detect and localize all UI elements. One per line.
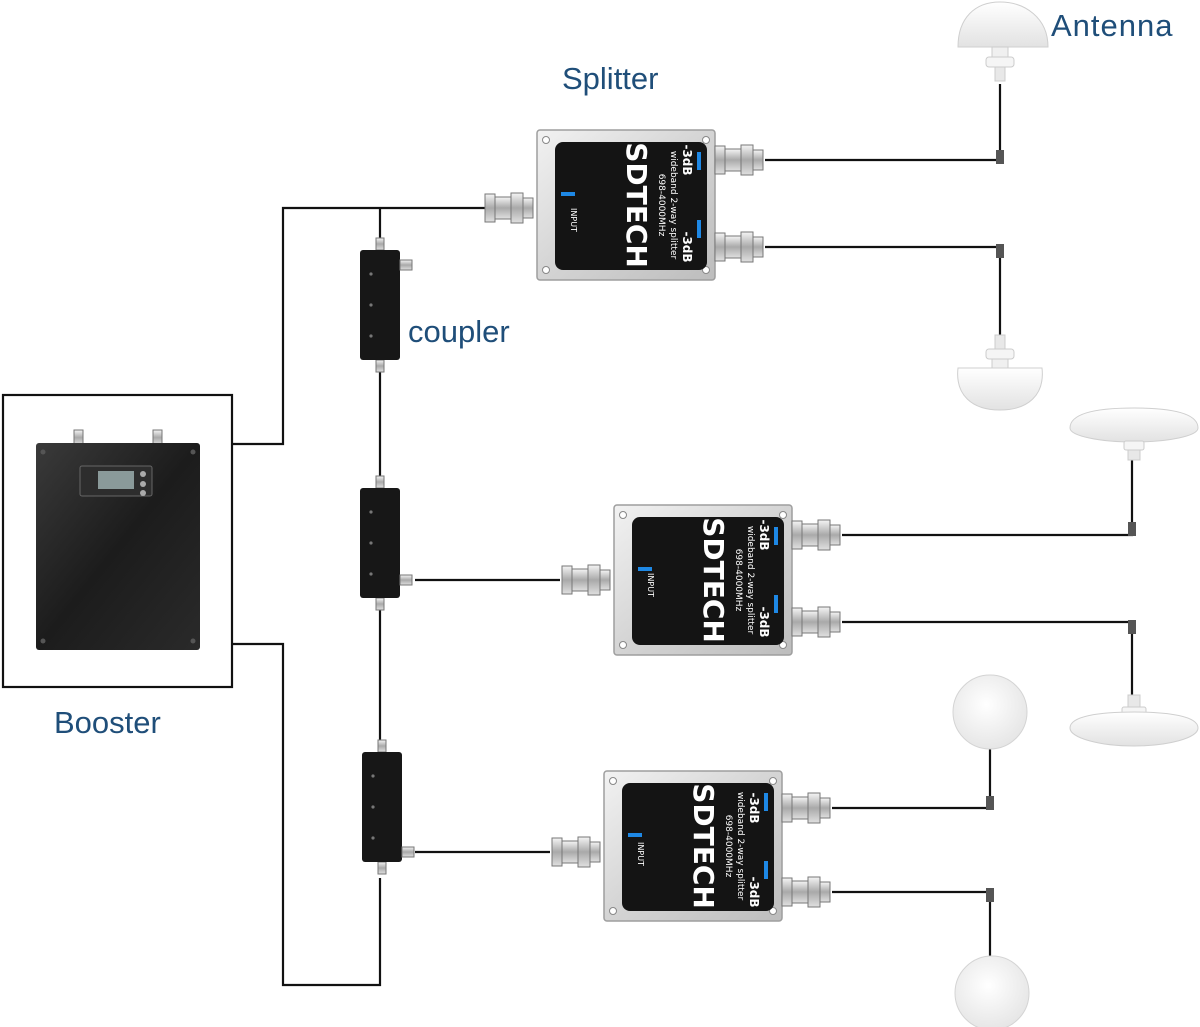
antenna-flat-3 [1069,407,1199,461]
splitter-port-in: INPUT [646,573,655,597]
splitter-brand: SDTECH [620,142,653,268]
coupler-2 [359,475,413,611]
coupler-3 [361,739,415,875]
antenna-flat-4 [1069,694,1199,747]
splitter-port-out-2: -3dB [757,606,771,637]
antenna-disc-6 [954,955,1030,1027]
cable-booster-bottom [232,642,382,987]
splitter-port-in: INPUT [569,208,578,232]
booster-label: Booster [54,705,161,740]
splitter-port-in: INPUT [636,842,645,866]
splitter-port-out-1: -3dB [747,792,761,823]
cable-booster-top [232,206,485,446]
splitter-brand: SDTECH [687,783,720,909]
splitter-middle-text: SDTECH 698-4000MHz wideband 2-way splitt… [646,517,771,643]
coupler-1 [359,237,413,373]
splitter-label: Splitter [562,61,659,96]
cable-out-5 [832,748,992,810]
coupler-label: coupler [408,314,510,349]
splitter-desc: wideband 2-way splitter [735,792,745,901]
cable-connectors [986,150,1136,902]
booster-device [1,393,234,689]
antenna-label: Antenna [1051,8,1174,43]
splitter-bottom-text: SDTECH 698-4000MHz wideband 2-way splitt… [636,783,761,909]
booster-frame [1,393,234,689]
splitter-port-out-2: -3dB [680,231,694,262]
splitter-port-out-1: -3dB [680,144,694,175]
splitter-model: 698-4000MHz [656,174,666,237]
splitter-port-out-2: -3dB [747,876,761,907]
cable-out-1 [765,84,1002,162]
antenna-dome-2 [957,334,1043,411]
splitter-top-text: SDTECH 698-4000MHz wideband 2-way splitt… [569,142,694,268]
antenna-disc-5 [952,674,1028,750]
cable-out-3 [842,448,1134,537]
antenna-dome-1 [957,1,1049,82]
splitter-model: 698-4000MHz [733,549,743,612]
booster-body [36,443,200,650]
splitter-brand: SDTECH [697,517,730,643]
cable-out-6 [832,890,992,958]
cable-out-2 [765,245,1002,335]
splitter-desc: wideband 2-way splitter [745,526,755,635]
splitter-model: 698-4000MHz [723,815,733,878]
splitter-port-out-1: -3dB [757,519,771,550]
splitter-desc: wideband 2-way splitter [668,151,678,260]
